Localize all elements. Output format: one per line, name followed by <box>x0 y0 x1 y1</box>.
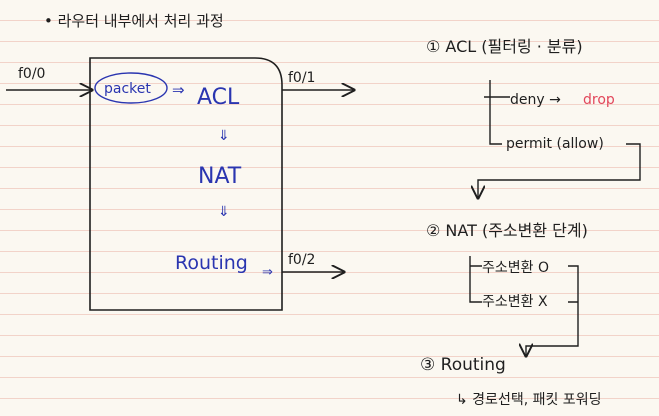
nat-heading: ② NAT (주소변환 단계) <box>426 221 588 240</box>
port-out-2-label: f0/2 <box>288 252 315 268</box>
nat-to-routing-connector <box>526 265 579 356</box>
stage-acl: ACL <box>197 85 240 110</box>
acl-drop-label: drop <box>583 92 615 108</box>
acl-deny-label: deny → <box>510 92 561 108</box>
routing-heading: ③ Routing <box>420 355 506 375</box>
routing-arrow-icon: ⇒ <box>262 265 273 280</box>
page-title: • 라우터 내부에서 처리 과정 <box>44 12 224 30</box>
port-in-label: f0/0 <box>18 66 45 82</box>
packet-bubble <box>94 72 168 104</box>
nat-option-o: 주소변환 O <box>482 260 549 276</box>
acl-branch-line <box>484 80 510 145</box>
nat-branch-line <box>469 256 482 303</box>
packet-label: packet <box>104 81 151 97</box>
acl-to-nat-connector <box>478 143 641 198</box>
acl-permit-label: permit (allow) <box>506 136 604 152</box>
down-arrow-icon: ⇓ <box>218 128 230 144</box>
down-arrow-icon: ⇓ <box>218 204 230 220</box>
acl-heading: ① ACL (필터링 · 분류) <box>426 37 583 56</box>
packet-arrow-icon: ⇒ <box>172 81 185 99</box>
stage-nat: NAT <box>198 164 242 189</box>
routing-subtext: ↳ 경로선택, 패킷 포워딩 <box>456 392 601 408</box>
stage-routing: Routing <box>175 252 248 274</box>
nat-option-x: 주소변환 X <box>482 294 548 310</box>
router-box <box>89 57 283 311</box>
port-out-1-label: f0/1 <box>288 70 315 86</box>
